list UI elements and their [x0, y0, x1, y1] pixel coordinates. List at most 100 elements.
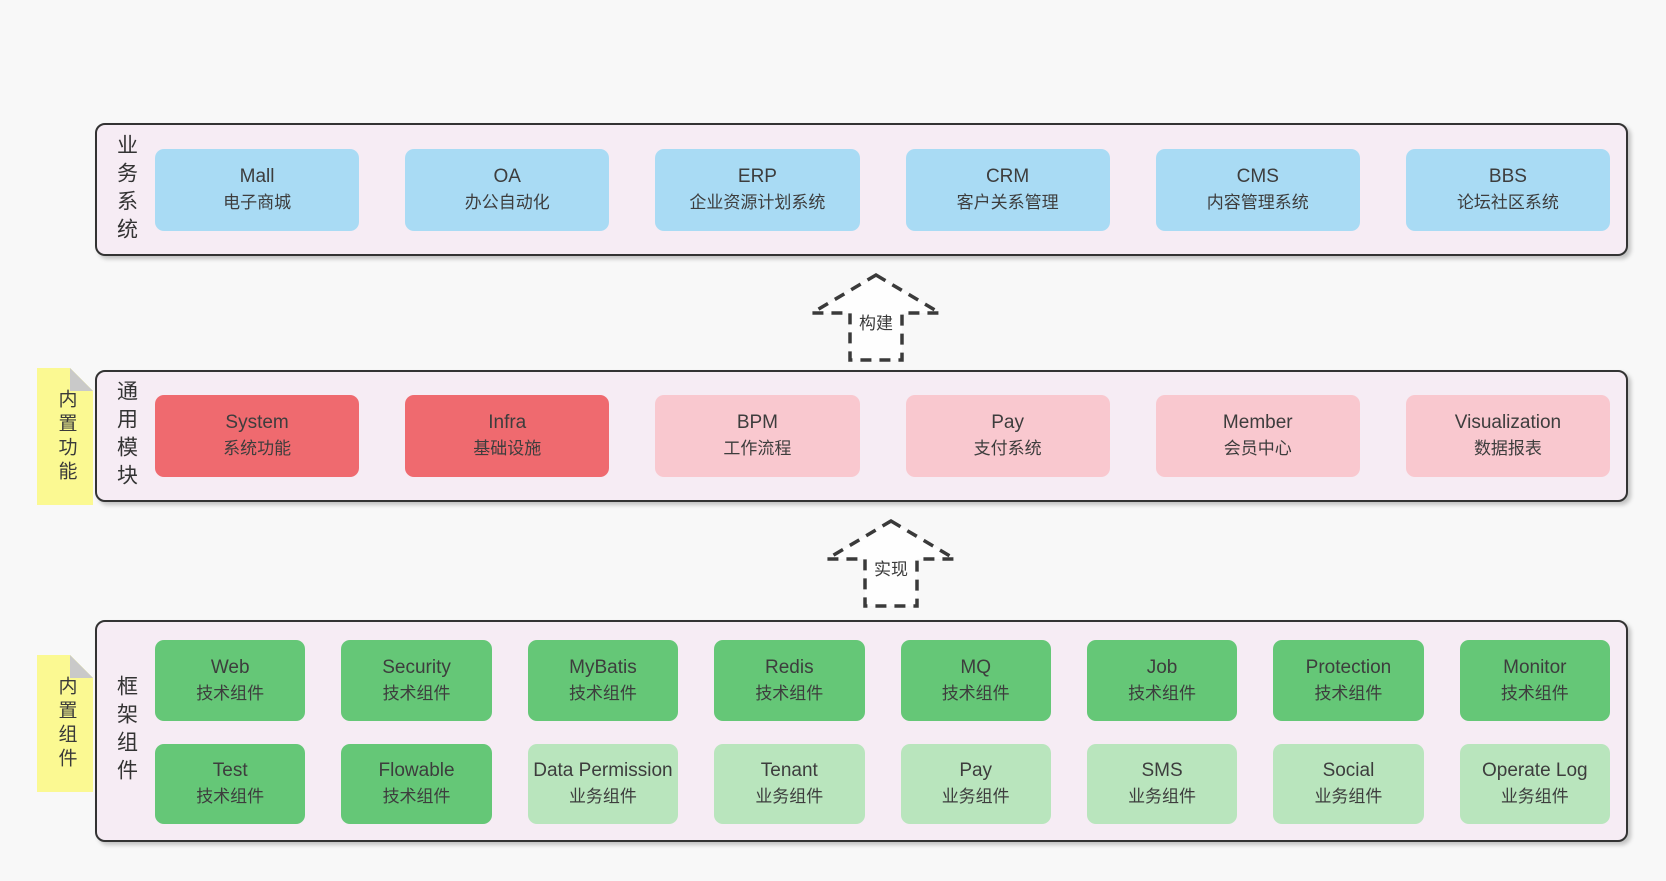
box-title: Visualization [1454, 412, 1562, 434]
box-title: BBS [1488, 165, 1527, 187]
box-crm: CRM 客户关系管理 [905, 148, 1110, 231]
box-title: Flowable [378, 760, 455, 782]
modules-box-row: System 系统功能 Infra 基础设施 BPM 工作流程 Pay 支付系统… [155, 372, 1626, 500]
box-subtitle: 技术组件 [196, 787, 265, 807]
box-test: Test 技术组件 [155, 743, 306, 824]
sticky-note-text: 内置组件 [55, 675, 77, 772]
panel-label-text: 业务系统 [114, 133, 138, 246]
panel-business-label: 业务系统 [97, 125, 155, 254]
box-title: Security [382, 656, 451, 678]
box-title: Job [1146, 656, 1178, 678]
box-title: Operate Log [1481, 760, 1588, 782]
box-title: Mall [239, 165, 275, 187]
box-subtitle: 业务组件 [755, 787, 824, 807]
sticky-note-label: 内置组件 [37, 655, 93, 792]
box-title: Tenant [760, 760, 818, 782]
box-title: Web [210, 656, 250, 678]
box-title: CMS [1236, 165, 1279, 187]
box-flowable: Flowable 技术组件 [341, 743, 492, 824]
box-title: Pay [991, 412, 1024, 434]
folded-corner-icon [70, 368, 93, 391]
box-subtitle: 系统功能 [223, 439, 292, 459]
box-pay-component: Pay 业务组件 [900, 743, 1051, 824]
box-title: Protection [1305, 656, 1392, 678]
box-subtitle: 电子商城 [223, 192, 292, 212]
box-subtitle: 支付系统 [973, 439, 1042, 459]
box-mall: Mall 电子商城 [155, 148, 360, 231]
sticky-note-label: 内置功能 [37, 368, 93, 505]
build-arrow-up-icon: 构建 [806, 272, 946, 362]
box-oa: OA 办公自动化 [405, 148, 610, 231]
box-pay-system: Pay 支付系统 [905, 395, 1110, 477]
box-subtitle: 数据报表 [1473, 439, 1542, 459]
box-title: Social [1322, 760, 1375, 782]
box-subtitle: 技术组件 [382, 683, 451, 703]
box-subtitle: 技术组件 [1500, 683, 1569, 703]
sticky-note-built-in-components: 内置组件 [37, 655, 93, 792]
box-mybatis: MyBatis 技术组件 [527, 640, 679, 721]
box-system: System 系统功能 [155, 395, 360, 477]
box-bpm: BPM 工作流程 [655, 395, 860, 477]
box-social: Social 业务组件 [1273, 743, 1424, 824]
box-subtitle: 业务组件 [941, 787, 1010, 807]
box-title: Infra [488, 412, 527, 434]
panel-framework-components: 框架组件 Web 技术组件 Security 技术组件 MyBatis 技术组件… [95, 620, 1628, 842]
box-title: Data Permission [533, 760, 673, 782]
box-title: ERP [737, 165, 777, 187]
box-subtitle: 技术组件 [755, 683, 824, 703]
box-subtitle: 会员中心 [1223, 439, 1292, 459]
box-job: Job 技术组件 [1086, 640, 1238, 721]
arrow-label: 构建 [859, 314, 893, 333]
sticky-note-built-in-functions: 内置功能 [37, 368, 93, 505]
box-bbs: BBS 论坛社区系统 [1405, 148, 1611, 231]
arrow-shape [821, 518, 961, 608]
box-subtitle: 企业资源计划系统 [689, 192, 826, 212]
box-web: Web 技术组件 [155, 640, 306, 721]
arrow-shape [806, 272, 946, 362]
box-subtitle: 技术组件 [382, 787, 451, 807]
box-subtitle: 技术组件 [1314, 683, 1383, 703]
box-subtitle: 工作流程 [723, 439, 792, 459]
box-subtitle: 技术组件 [568, 683, 637, 703]
box-title: MQ [960, 656, 991, 678]
box-title: Redis [765, 656, 814, 678]
box-title: CRM [985, 165, 1030, 187]
box-sms: SMS 业务组件 [1086, 743, 1238, 824]
box-infra: Infra 基础设施 [405, 395, 610, 477]
box-title: OA [493, 165, 521, 187]
panel-common-modules: 通用模块 System 系统功能 Infra 基础设施 BPM 工作流程 Pay… [95, 370, 1628, 502]
panel-label-text: 通用模块 [114, 380, 138, 492]
box-title: Monitor [1503, 656, 1567, 678]
panel-components-label: 框架组件 [97, 622, 155, 840]
box-title: Pay [959, 760, 993, 782]
box-redis: Redis 技术组件 [714, 640, 865, 721]
implement-arrow-up-icon: 实现 [821, 518, 961, 608]
sticky-note-text: 内置功能 [55, 388, 77, 485]
box-title: SMS [1141, 760, 1183, 782]
box-security: Security 技术组件 [341, 640, 492, 721]
folded-corner-icon [70, 655, 93, 678]
box-title: BPM [736, 412, 779, 434]
box-visualization: Visualization 数据报表 [1405, 395, 1611, 477]
business-box-row: Mall 电子商城 OA 办公自动化 ERP 企业资源计划系统 CRM 客户关系… [155, 125, 1626, 254]
box-monitor: Monitor 技术组件 [1459, 640, 1610, 721]
components-box-grid: Web 技术组件 Security 技术组件 MyBatis 技术组件 Redi… [155, 622, 1626, 840]
box-subtitle: 技术组件 [941, 683, 1010, 703]
box-title: Member [1222, 412, 1293, 434]
arrow-label: 实现 [874, 560, 908, 579]
box-erp: ERP 企业资源计划系统 [655, 148, 860, 231]
box-subtitle: 业务组件 [1500, 787, 1569, 807]
box-subtitle: 技术组件 [1128, 683, 1197, 703]
box-subtitle: 论坛社区系统 [1456, 192, 1559, 212]
box-member: Member 会员中心 [1155, 395, 1360, 477]
box-subtitle: 技术组件 [196, 683, 265, 703]
panel-label-text: 框架组件 [114, 675, 138, 787]
box-title: System [225, 412, 289, 434]
box-title: MyBatis [569, 656, 637, 678]
panel-business-systems: 业务系统 Mall 电子商城 OA 办公自动化 ERP 企业资源计划系统 CRM… [95, 123, 1628, 256]
box-subtitle: 业务组件 [1314, 787, 1383, 807]
box-subtitle: 客户关系管理 [956, 192, 1059, 212]
box-subtitle: 业务组件 [568, 787, 637, 807]
box-subtitle: 办公自动化 [464, 192, 550, 212]
box-cms: CMS 内容管理系统 [1155, 148, 1360, 231]
